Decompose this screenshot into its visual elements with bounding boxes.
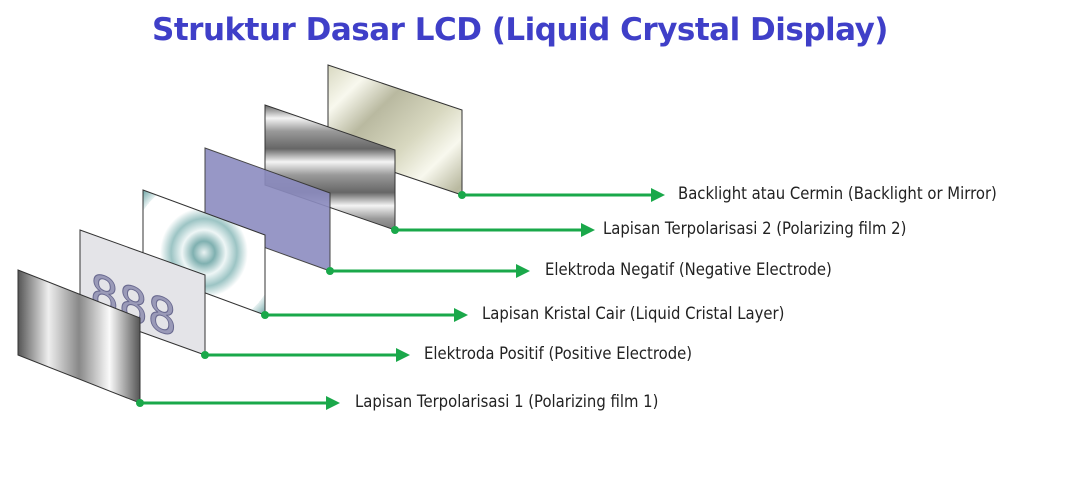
positive-electrode-label: Elektroda Positif (Positive Electrode) (424, 344, 693, 363)
backlight-mirror-label: Backlight atau Cermin (Backlight or Mirr… (678, 184, 997, 203)
pointer-dot (136, 399, 144, 407)
pointer-dot (458, 191, 466, 199)
polarizing-film-1-label: Lapisan Terpolarisasi 1 (Polarizing film… (355, 392, 659, 411)
arrowhead-icon (396, 348, 410, 362)
diagram-title: Struktur Dasar LCD (Liquid Crystal Displ… (152, 12, 888, 48)
pointer-dot (391, 226, 399, 234)
arrowhead-icon (581, 223, 595, 237)
negative-electrode-label: Elektroda Negatif (Negative Electrode) (545, 260, 832, 279)
arrowhead-icon (651, 188, 665, 202)
arrowhead-icon (326, 396, 340, 410)
pointer-dot (326, 267, 334, 275)
liquid-crystal-layer-label: Lapisan Kristal Cair (Liquid Cristal Lay… (482, 304, 785, 323)
arrowhead-icon (516, 264, 530, 278)
pointer-dot (201, 351, 209, 359)
pointer-dot (261, 311, 269, 319)
arrowhead-icon (454, 308, 468, 322)
polarizing-film-2-label: Lapisan Terpolarisasi 2 (Polarizing film… (603, 219, 907, 238)
